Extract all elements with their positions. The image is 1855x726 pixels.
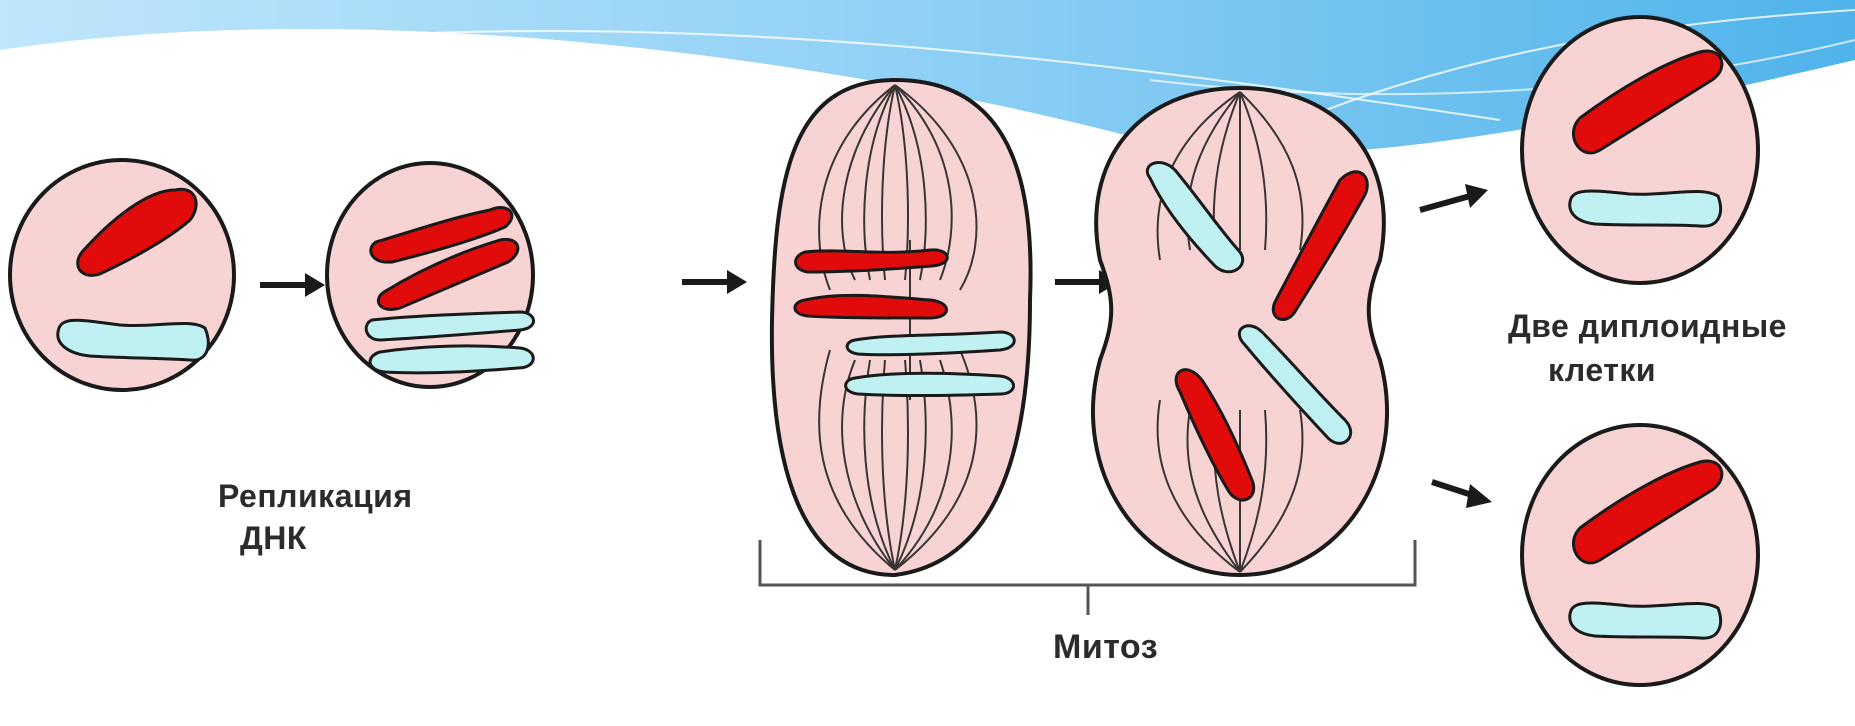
cell-telophase [1093, 88, 1387, 575]
mitosis-label: Митоз [1053, 628, 1158, 667]
blue-chromosome [1570, 191, 1721, 226]
daughter-cell-lower [1522, 425, 1758, 685]
arrow-1 [260, 273, 325, 297]
arrow-to-upper-daughter [1420, 184, 1488, 210]
dna-replication-label-line2: ДНК [240, 520, 307, 557]
diploid-cells-label-line2: клетки [1548, 352, 1656, 389]
cell-initial [10, 160, 234, 390]
cell-replicated [327, 163, 534, 387]
diploid-cells-label-line1: Две диплоидные [1508, 308, 1787, 345]
daughter-cell-upper [1522, 17, 1758, 283]
cell-metaphase [772, 80, 1031, 575]
blue-chromatid-2 [370, 346, 533, 373]
blue-chromosome [58, 320, 208, 360]
blue-chromosome [1570, 603, 1721, 638]
dna-replication-label-line1: Репликация [218, 478, 413, 515]
arrow-to-lower-daughter [1432, 482, 1492, 508]
arrow-2 [682, 270, 747, 294]
